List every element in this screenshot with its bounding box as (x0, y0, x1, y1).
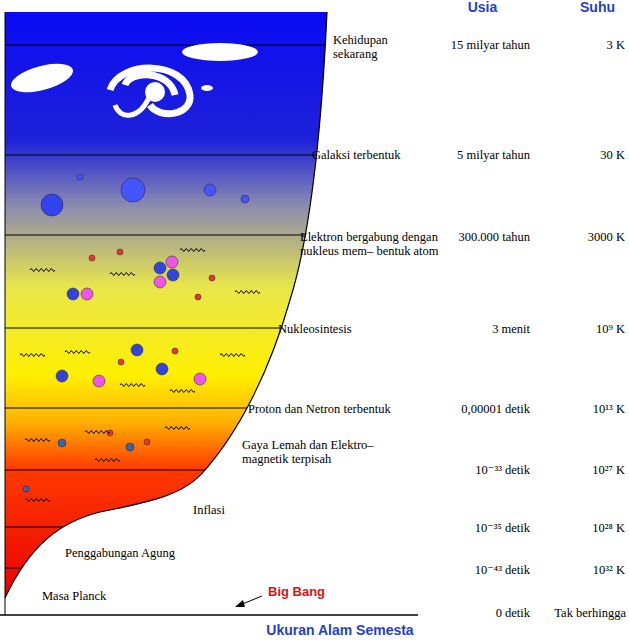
timeline-label: 3 menit (430, 322, 530, 336)
timeline-label: 10²⁸ K (570, 521, 625, 535)
timeline-label: Elektron bergabung dengan nukleus mem– b… (300, 230, 440, 258)
timeline-label: 10⁻³³ detik (430, 463, 530, 477)
timeline-label: 15 milyar tahun (430, 38, 530, 52)
timeline-label: 10⁻⁴³ detik (430, 563, 530, 577)
timeline-label: 5 milyar tahun (430, 148, 530, 162)
column-header: Usia (460, 0, 505, 14)
timeline-label: Inflasi (193, 503, 273, 517)
timeline-label: Galaksi terbentuk (312, 148, 422, 162)
timeline-label: 10³² K (570, 563, 625, 577)
timeline-label: 0 detik (430, 606, 530, 620)
timeline-label: Nukleosintesis (278, 322, 388, 336)
timeline-label: Gaya Lemah dan Elektro– magnetik terpisa… (242, 438, 412, 466)
timeline-label: 10⁻³⁵ detik (430, 521, 530, 535)
timeline-label: 30 K (570, 148, 625, 162)
timeline-label: Tak berhingga (534, 606, 626, 620)
timeline-label: Kehidupan sekarang (333, 33, 423, 61)
timeline-label: 300.000 tahun (430, 230, 530, 244)
timeline-label: Penggabungan Agung (65, 546, 205, 560)
event-marker: Big Bang (268, 585, 338, 599)
column-header: Ukuran Alam Semesta (250, 623, 430, 637)
timeline-label: 10²⁷ K (570, 463, 625, 477)
timeline-label: Proton dan Netron terbentuk (248, 402, 418, 416)
timeline-label: 3 K (570, 38, 625, 52)
timeline-label: 10⁹ K (570, 322, 625, 336)
timeline-label: 0,00001 detik (430, 402, 530, 416)
column-header: Suhu (575, 0, 620, 14)
timeline-label: 3000 K (570, 230, 625, 244)
timeline-label: Masa Planck (42, 589, 152, 603)
timeline-label: 10¹³ K (570, 402, 625, 416)
